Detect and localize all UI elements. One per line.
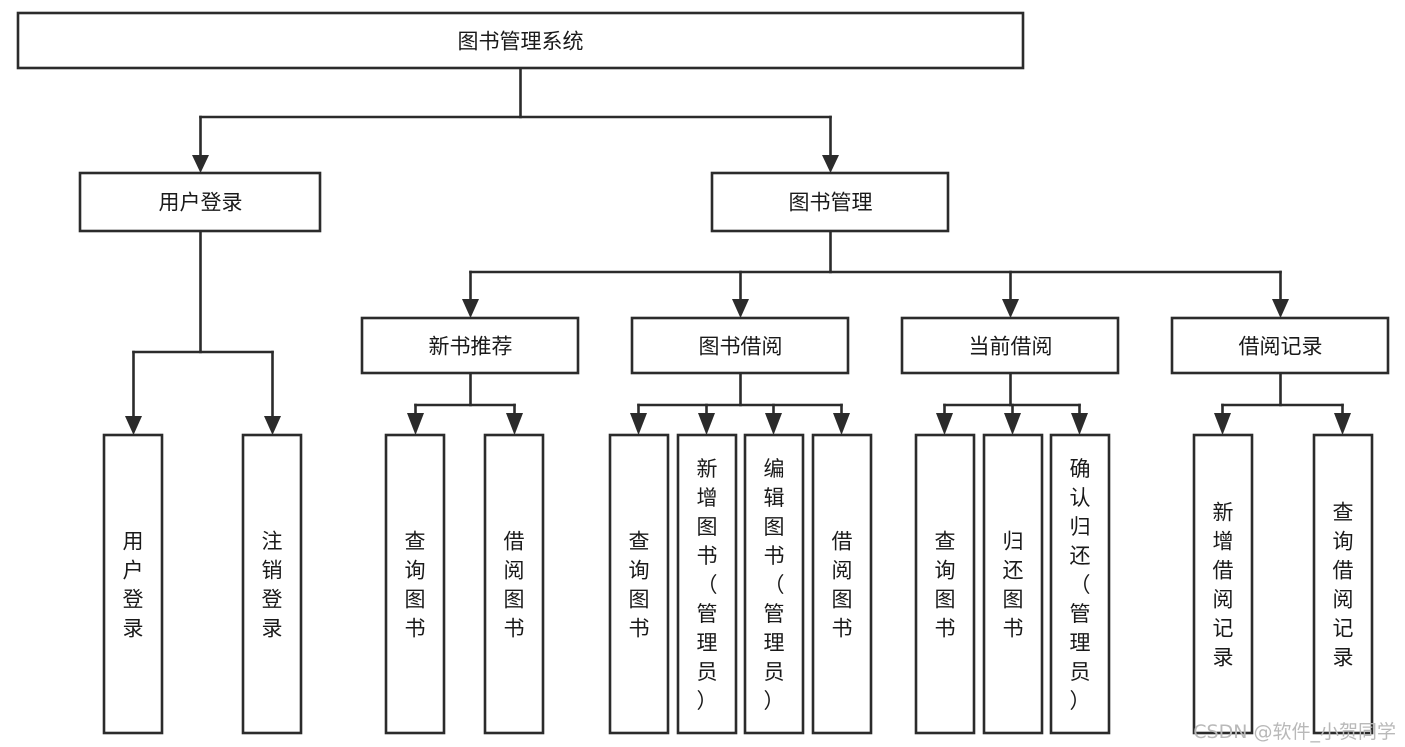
node-book-manage[interactable]: 图书管理 [710, 171, 950, 233]
node-leaf-return-book-label: 归还图书 [1003, 530, 1024, 641]
node-book-borrow[interactable]: 图书借阅 [630, 316, 850, 375]
arrowhead-leaf-user-logout [264, 416, 281, 435]
arrowhead-add-record [1214, 413, 1231, 435]
arrowhead-return-book [1004, 413, 1021, 435]
node-leaf-query-book-rec-label: 查询图书 [405, 530, 426, 641]
node-current-borrow-label: 当前借阅 [969, 335, 1053, 359]
node-leaf-query-record[interactable]: 查询借阅记录 [1312, 433, 1374, 735]
node-leaf-add-record-label: 新增借阅记录 [1213, 501, 1234, 670]
node-leaf-borrow-book-rec[interactable]: 借阅图书 [483, 433, 545, 735]
node-root-box[interactable] [16, 11, 1025, 70]
arrowhead-query-book-cur [936, 413, 953, 435]
csdn-watermark: CSDN @软件_小贺同学 [1193, 721, 1396, 743]
arrowhead-user-login [192, 155, 209, 173]
arrowhead-query-book-brw [630, 413, 647, 435]
node-borrow-record-label: 借阅记录 [1239, 335, 1323, 359]
node-leaf-add-record[interactable]: 新增借阅记录 [1192, 433, 1254, 735]
node-user-login-label: 用户登录 [159, 191, 243, 215]
node-leaf-borrow-book-brw[interactable]: 借阅图书 [811, 433, 873, 735]
node-leaf-user-logout-label: 注销登录 [262, 530, 283, 641]
node-root[interactable]: 图书管理系统 [16, 11, 1025, 70]
node-leaf-query-book-cur[interactable]: 查询图书 [914, 433, 976, 735]
node-leaf-query-record-box[interactable] [1312, 433, 1374, 735]
node-leaf-user-login-box[interactable] [102, 433, 164, 735]
node-leaf-add-book-label: 新增图书（管理员） [697, 457, 718, 713]
node-leaf-user-logout-box[interactable] [241, 433, 303, 735]
node-new-book-rec[interactable]: 新书推荐 [360, 316, 580, 375]
node-leaf-user-login[interactable]: 用户登录 [102, 433, 164, 735]
arrowhead-query-book-rec [407, 413, 424, 435]
node-leaf-add-book-box[interactable] [676, 433, 738, 735]
node-leaf-edit-book-label: 编辑图书（管理员） [764, 457, 785, 713]
arrowhead-add-book [698, 413, 715, 435]
arrowhead-current-borrow [1002, 299, 1019, 318]
node-leaf-query-book-brw-label: 查询图书 [629, 530, 650, 641]
node-book-manage-box[interactable] [710, 171, 950, 233]
node-leaf-query-book-brw-box[interactable] [608, 433, 670, 735]
node-leaf-query-book-cur-box[interactable] [914, 433, 976, 735]
node-leaf-query-book-rec[interactable]: 查询图书 [384, 433, 446, 735]
node-leaf-confirm-return[interactable]: 确认归还（管理员） [1049, 433, 1111, 735]
node-leaf-query-record-label: 查询借阅记录 [1333, 501, 1354, 670]
arrowhead-query-record [1334, 413, 1351, 435]
node-new-book-rec-box[interactable] [360, 316, 580, 375]
node-leaf-borrow-book-brw-label: 借阅图书 [832, 530, 853, 641]
arrowhead-confirm-return [1071, 413, 1088, 435]
node-leaf-edit-book[interactable]: 编辑图书（管理员） [743, 433, 805, 735]
arrowhead-book-borrow [732, 299, 749, 318]
node-new-book-rec-label: 新书推荐 [429, 335, 513, 359]
node-leaf-borrow-book-rec-box[interactable] [483, 433, 545, 735]
node-leaf-borrow-book-rec-label: 借阅图书 [504, 530, 525, 641]
node-leaf-return-book-box[interactable] [982, 433, 1044, 735]
arrowhead-edit-book [765, 413, 782, 435]
node-leaf-confirm-return-box[interactable] [1049, 433, 1111, 735]
node-leaf-borrow-book-brw-box[interactable] [811, 433, 873, 735]
node-book-borrow-box[interactable] [630, 316, 850, 375]
arrowhead-new-book-rec [462, 299, 479, 318]
node-leaf-edit-book-box[interactable] [743, 433, 805, 735]
node-root-label: 图书管理系统 [458, 30, 584, 54]
node-leaf-confirm-return-label: 确认归还（管理员） [1070, 457, 1091, 713]
node-leaf-query-book-brw[interactable]: 查询图书 [608, 433, 670, 735]
arrowhead-borrow-book-brw [833, 413, 850, 435]
node-leaf-add-record-box[interactable] [1192, 433, 1254, 735]
node-current-borrow-box[interactable] [900, 316, 1120, 375]
arrowhead-borrow-record [1272, 299, 1289, 318]
node-borrow-record-box[interactable] [1170, 316, 1390, 375]
node-leaf-add-book[interactable]: 新增图书（管理员） [676, 433, 738, 735]
node-book-borrow-label: 图书借阅 [699, 335, 783, 359]
node-book-manage-label: 图书管理 [789, 191, 873, 215]
node-leaf-return-book[interactable]: 归还图书 [982, 433, 1044, 735]
node-leaf-query-book-cur-label: 查询图书 [935, 530, 956, 641]
node-leaf-user-login-label: 用户登录 [123, 530, 144, 641]
node-leaf-query-book-rec-box[interactable] [384, 433, 446, 735]
arrowhead-leaf-user-login [125, 416, 142, 435]
node-leaf-user-logout[interactable]: 注销登录 [241, 433, 303, 735]
node-user-login-box[interactable] [78, 171, 322, 233]
arrowhead-book-manage [822, 155, 839, 173]
arrowhead-borrow-book-rec [506, 413, 523, 435]
node-borrow-record[interactable]: 借阅记录 [1170, 316, 1390, 375]
connector-layer [125, 66, 1351, 435]
node-current-borrow[interactable]: 当前借阅 [900, 316, 1120, 375]
node-user-login[interactable]: 用户登录 [78, 171, 322, 233]
